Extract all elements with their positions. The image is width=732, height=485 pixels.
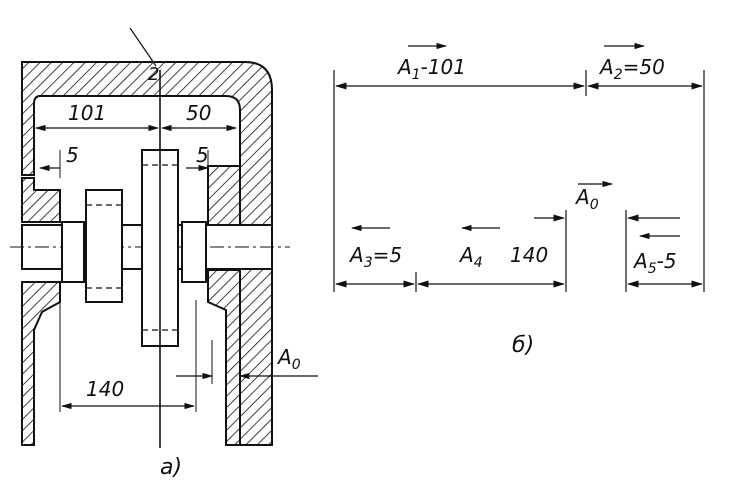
- left-bearing-lower: [21, 281, 61, 446]
- dim-50-label: 50: [186, 101, 211, 125]
- caption-b: б): [512, 333, 534, 358]
- dim-a0-label: A0: [276, 345, 301, 373]
- housing-top-wall: [21, 61, 273, 446]
- dim-5-right-label: 5: [196, 143, 209, 167]
- right-bearing-lower: [207, 269, 241, 446]
- a2-label: A2=50: [598, 55, 665, 83]
- mark-2: 2: [148, 64, 159, 85]
- dim-140-label: 140: [86, 377, 124, 401]
- dim-101-label: 101: [68, 101, 106, 125]
- a5-label: A5-5: [632, 249, 677, 277]
- caption-a: а): [160, 455, 182, 480]
- a3-label: A3=5: [348, 243, 402, 271]
- small-gear: [85, 189, 123, 303]
- a0-label: A0: [574, 185, 599, 213]
- dim-5-left-label: 5: [66, 143, 79, 167]
- left-bearing: [61, 221, 85, 283]
- left-bearing-upper: [21, 177, 61, 223]
- a4-value: 140: [510, 243, 548, 267]
- right-bearing: [181, 221, 207, 283]
- right-bearing-upper: [207, 165, 241, 226]
- a1-label: A1-101: [396, 55, 466, 83]
- a4-label: A4: [458, 243, 483, 271]
- gearbox-section-drawing: [10, 27, 318, 448]
- dimension-chain-scheme: [333, 42, 705, 292]
